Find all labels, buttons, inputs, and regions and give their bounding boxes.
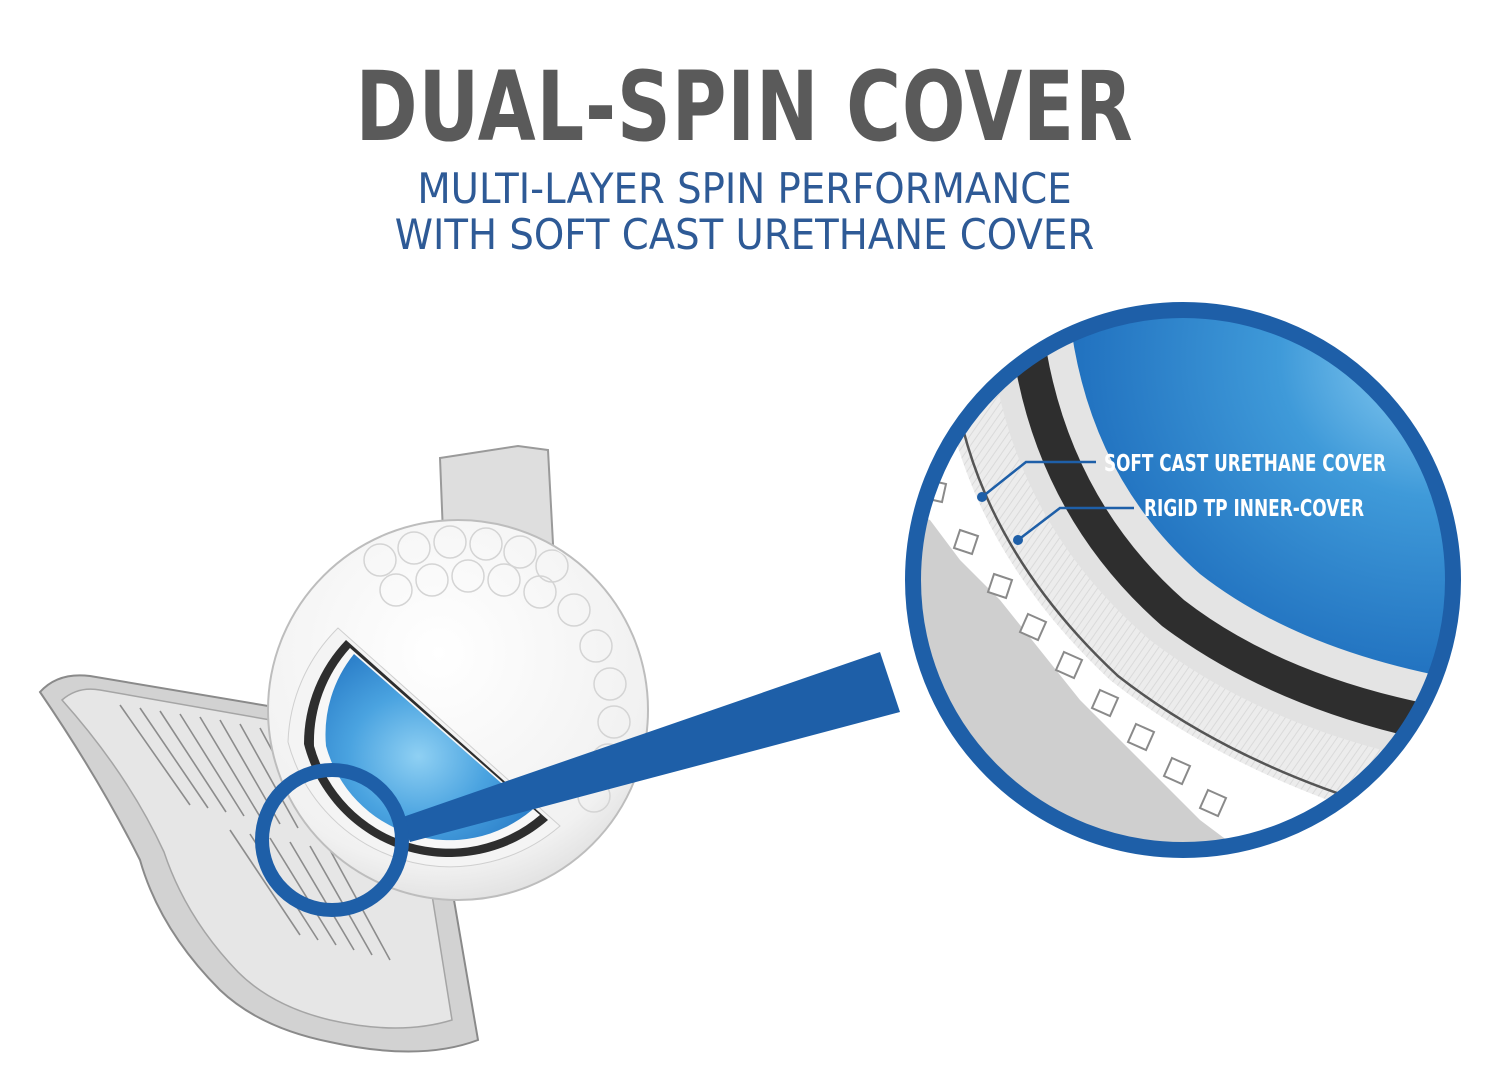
page-title: DUAL-SPIN COVER xyxy=(355,51,1134,163)
ball-dimples xyxy=(363,525,631,813)
golf-ball xyxy=(267,519,649,901)
magnified-detail: SOFT CAST URETHANE COVER RIGID TP INNER-… xyxy=(905,302,1461,858)
club-grooves xyxy=(119,704,391,961)
magnifier-connector xyxy=(255,652,900,917)
small-magnifier-ring xyxy=(255,763,409,917)
callout-leaders xyxy=(981,460,1134,541)
large-magnifier-ring xyxy=(905,302,1461,858)
subtitle-line-2: WITH SOFT CAST URETHANE COVER xyxy=(394,210,1095,259)
callout-dot-inner xyxy=(1013,535,1023,545)
callout-dot-outer xyxy=(977,492,987,502)
callout-label-urethane-cover: SOFT CAST URETHANE COVER xyxy=(1104,451,1386,477)
callout-label-inner-cover: RIGID TP INNER-COVER xyxy=(1144,496,1364,522)
subtitle-line-1: MULTI-LAYER SPIN PERFORMANCE xyxy=(417,164,1072,213)
